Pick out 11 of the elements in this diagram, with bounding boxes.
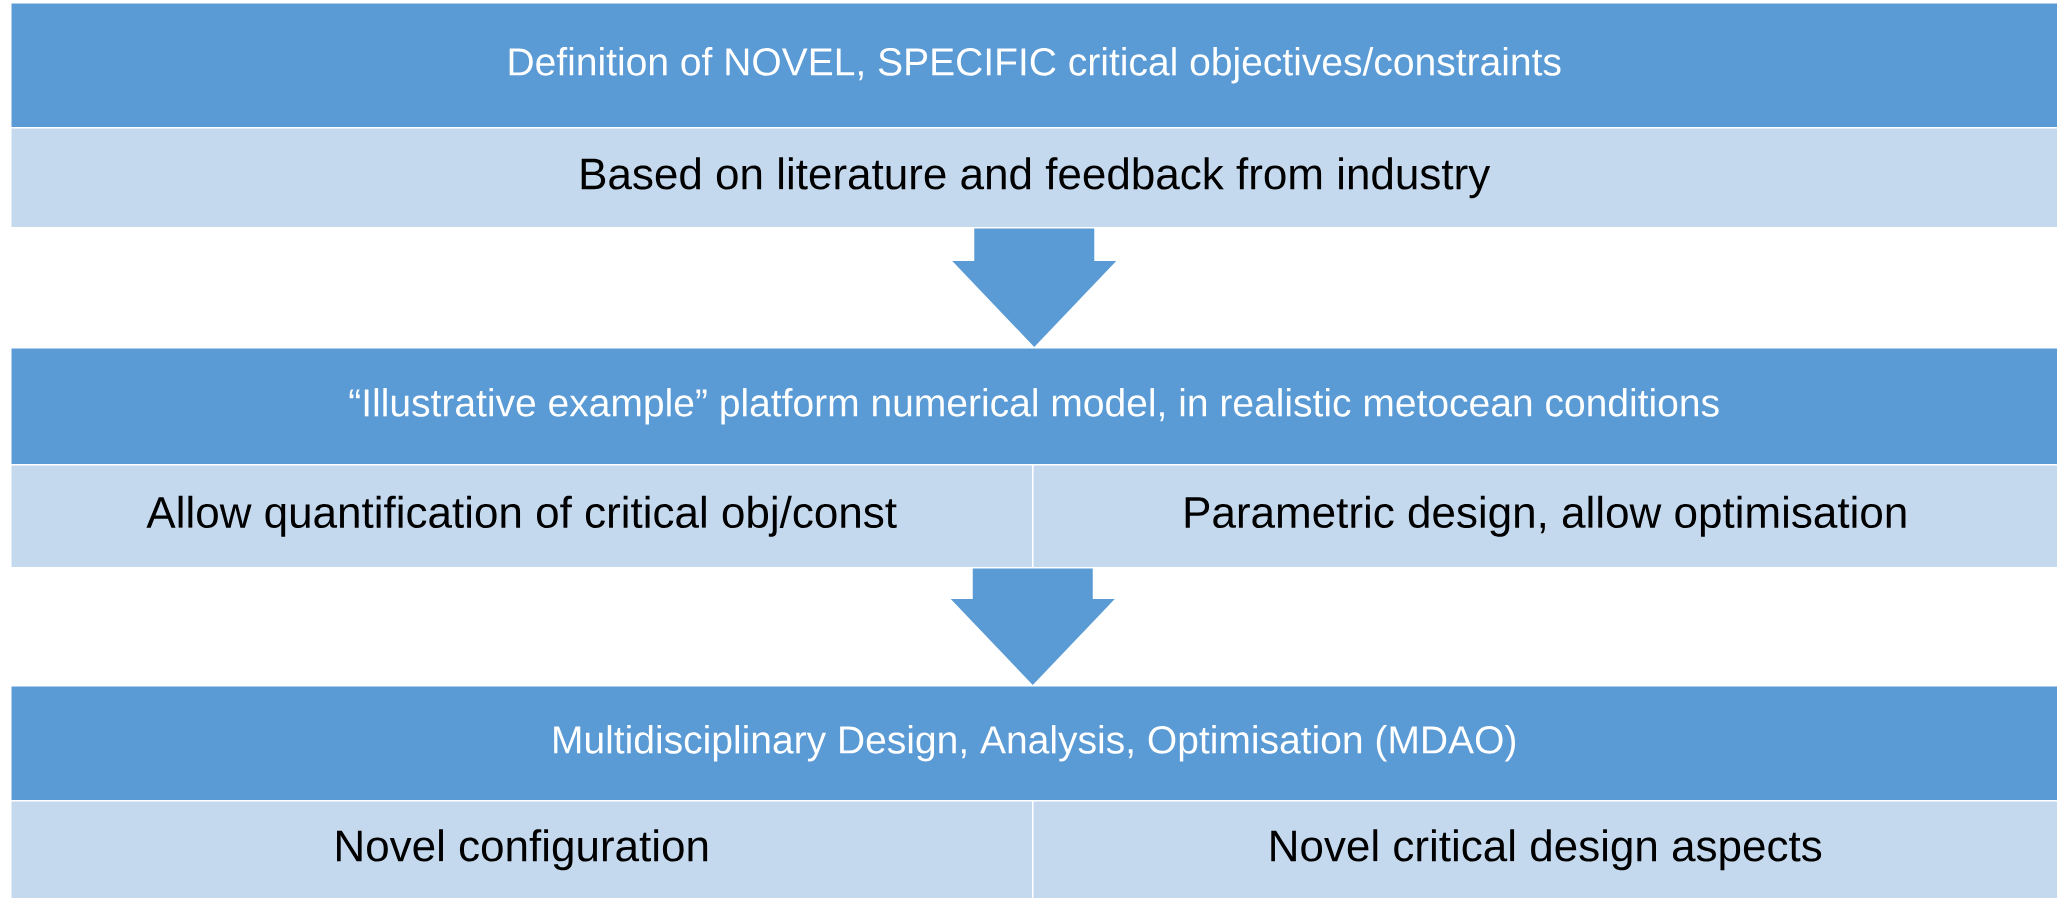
text-cell: Novel critical design aspects bbox=[1032, 800, 2059, 900]
title-band: Definition of NOVEL, SPECIFIC critical objectives/constraints bbox=[10, 2, 2059, 129]
text-cell: Novel configuration bbox=[10, 800, 1034, 900]
text-cell: Allow quantification of critical obj/const bbox=[10, 464, 1034, 569]
block-arrow bbox=[952, 228, 1117, 347]
text-cell: Based on literature and feedback from industry bbox=[10, 127, 2059, 229]
title-band: Multidisciplinary Design, Analysis, Optimisation (MDAO) bbox=[10, 685, 2059, 802]
node-label: Novel configuration bbox=[337, 829, 708, 871]
text-cell: Parametric design, allow optimisation bbox=[1032, 464, 2059, 569]
title-band: “Illustrative example” platform numerical model, in realistic metocean conditions bbox=[10, 347, 2059, 466]
block-arrow bbox=[950, 568, 1115, 685]
